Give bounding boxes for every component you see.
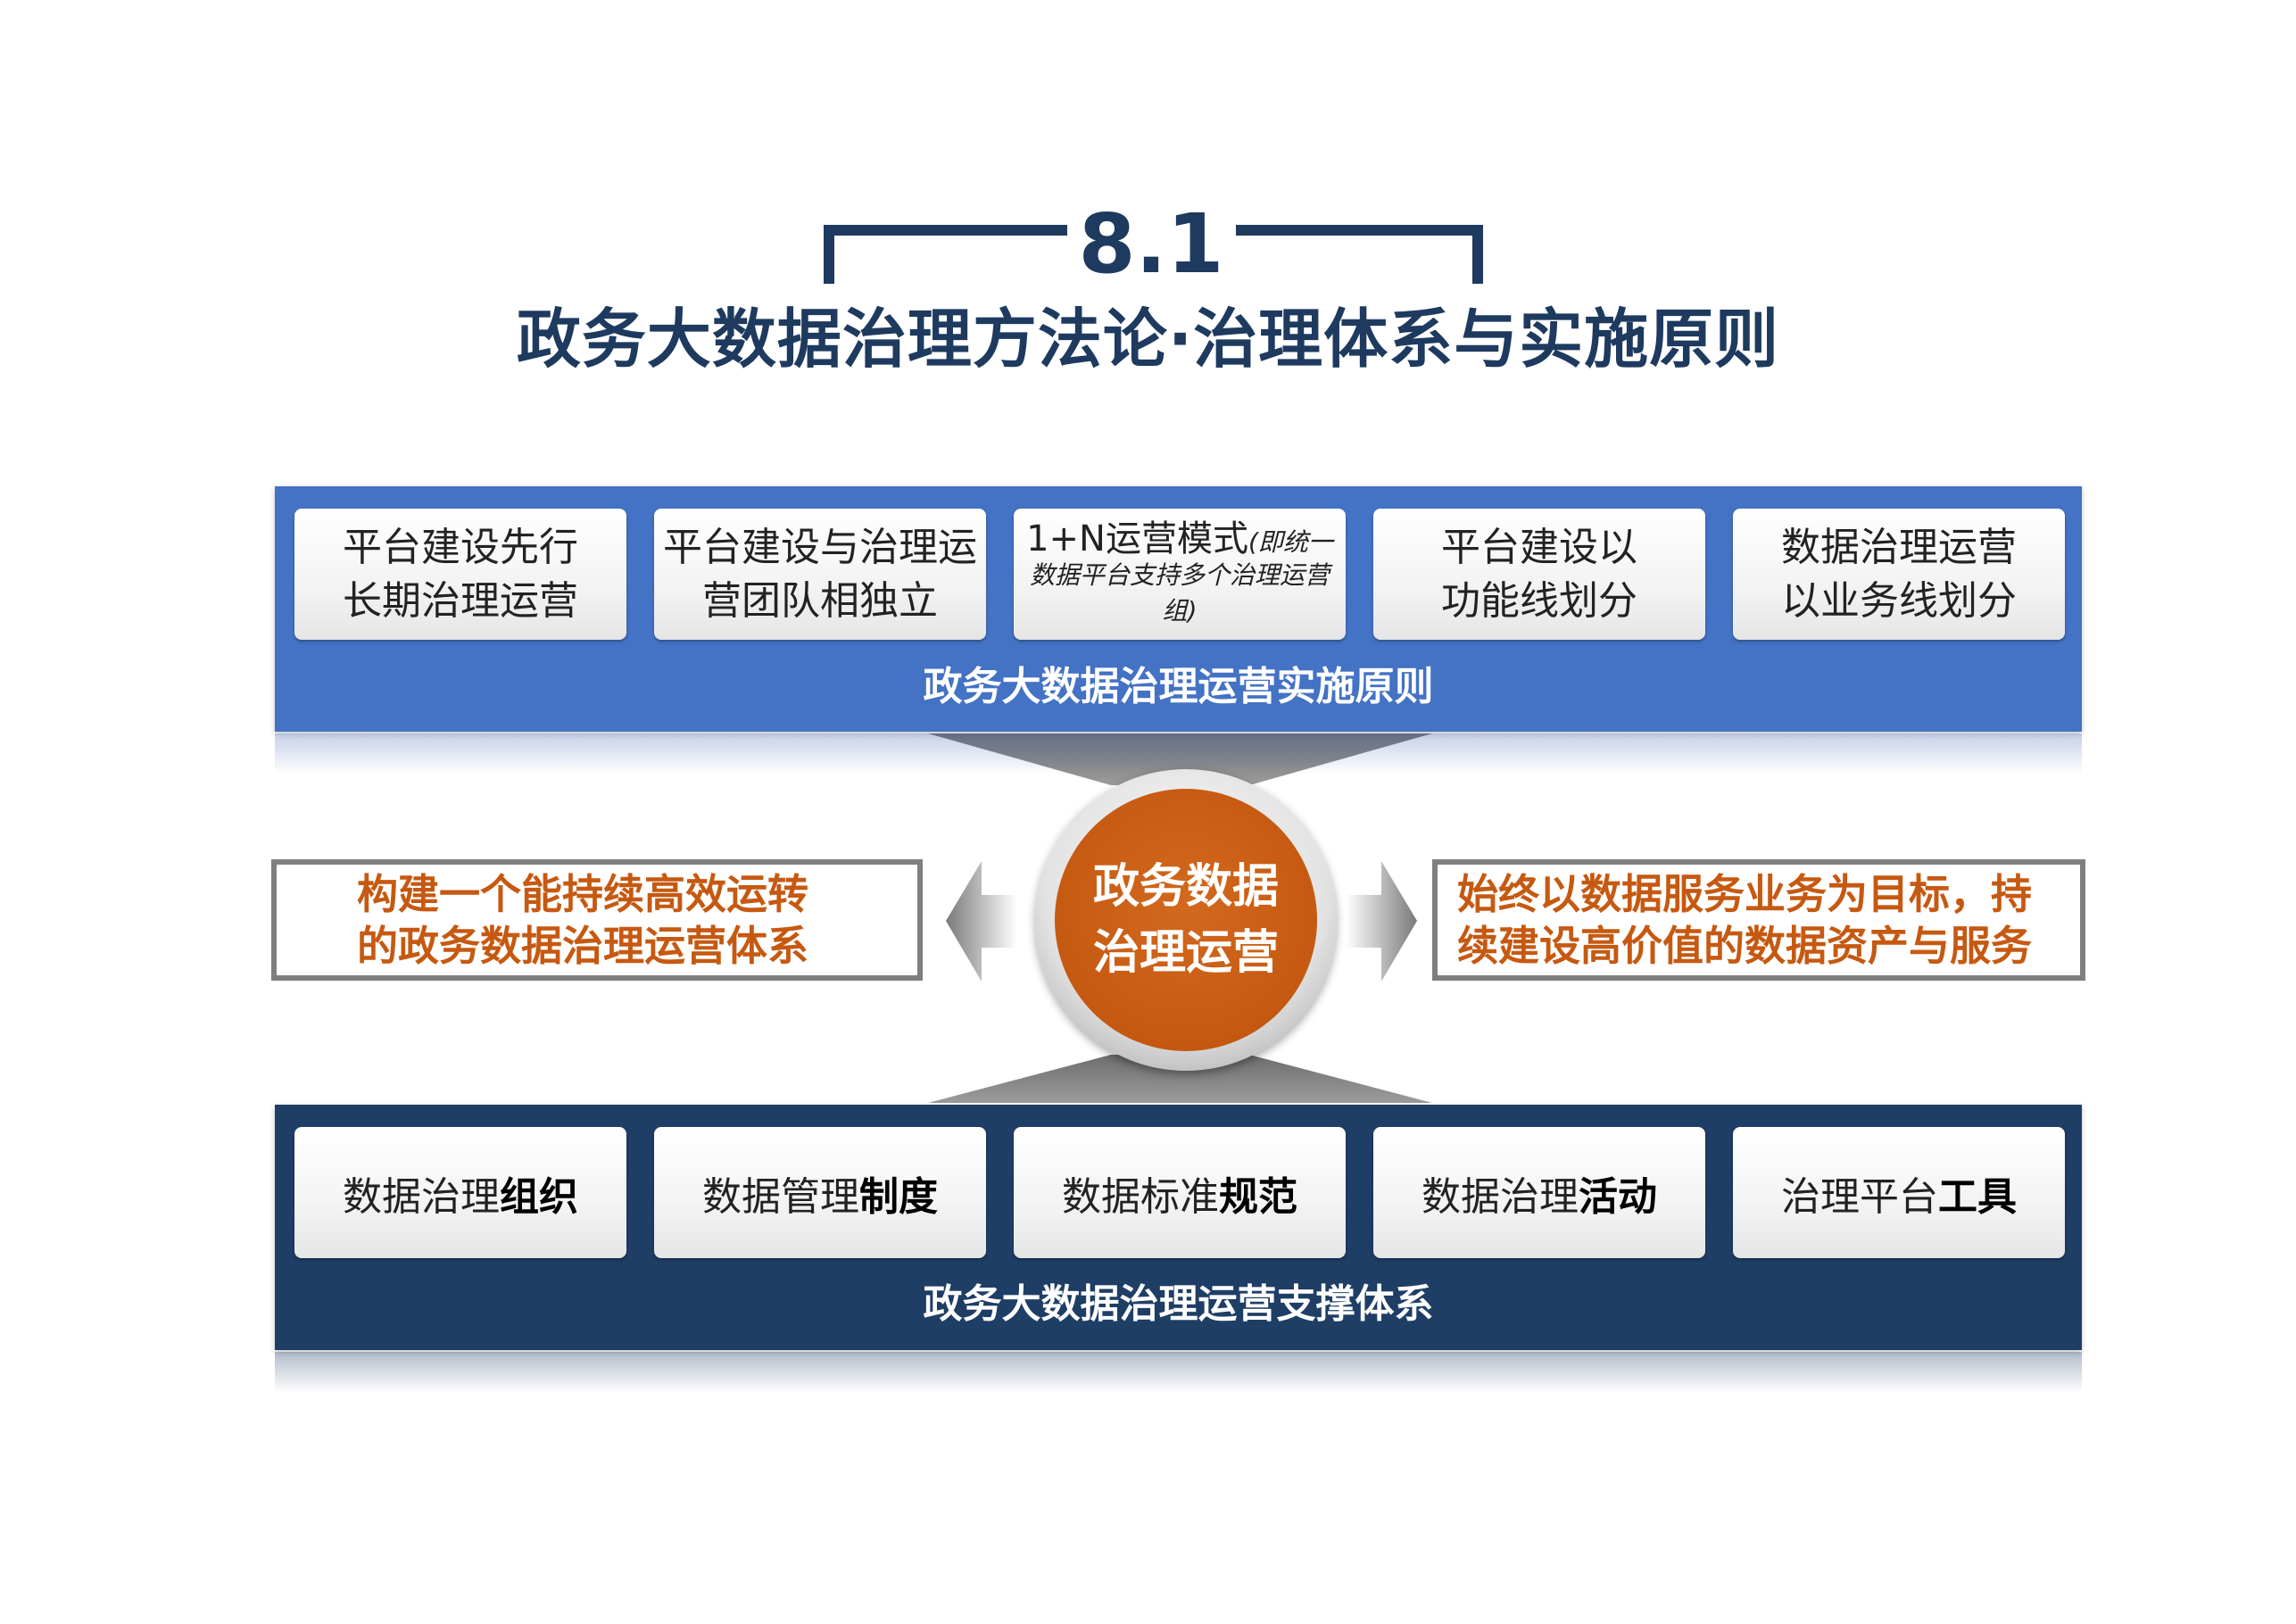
left-arrow — [946, 861, 1017, 982]
principle-card-4: 平台建设以功能线划分 — [1373, 509, 1705, 640]
support-card-4: 数据治理活动 — [1373, 1127, 1705, 1258]
card-text-line1: 平台建设先行 — [343, 524, 578, 570]
card-prefix-text: 数据治理 — [1422, 1173, 1579, 1220]
principles-panel-label: 政务大数据治理运营实施原则 — [923, 664, 1434, 709]
header-bracket-left-edge — [824, 225, 834, 284]
card-bold-text: 规范 — [1219, 1173, 1297, 1220]
header-bracket-right-edge — [1472, 225, 1483, 284]
bottom-funnel — [928, 1055, 1432, 1103]
support-panel-label: 政务大数据治理运营支撑体系 — [923, 1281, 1434, 1327]
support-card-3: 数据标准规范 — [1014, 1127, 1346, 1258]
card-note-text: (即统一 — [1247, 526, 1333, 557]
support-panel-reflection — [275, 1352, 2082, 1393]
card-text-line1: 平台建设与治理运 — [663, 524, 977, 570]
principles-panel-reflection — [275, 733, 2082, 775]
right-arrow — [1346, 861, 1417, 982]
principle-card-2: 平台建设与治理运营团队相独立 — [654, 509, 986, 640]
goal-box-left: 构建一个能持续高效运转 的政务数据治理运营体系 — [271, 859, 923, 981]
goal-left-line2: 的政务数据治理运营体系 — [357, 922, 808, 970]
card-bold-text: 组织 — [500, 1173, 578, 1220]
section-number: 8.1 — [1078, 196, 1224, 292]
goal-left-line1: 构建一个能持续高效运转 — [357, 870, 808, 918]
card-sub-text-2: 组) — [1162, 595, 1198, 626]
card-sub-text-1: 数据平台支持多个治理运营 — [1029, 559, 1330, 590]
goal-right-line1: 始终以数据服务业务为目标，持 — [1457, 870, 2032, 918]
card-text-line2: 以业务线划分 — [1781, 577, 2017, 624]
card-prefix-text: 数据治理 — [343, 1173, 500, 1220]
support-card-2: 数据管理制度 — [654, 1127, 986, 1258]
card-text-line1: 平台建设以 — [1441, 524, 1637, 570]
card-prefix-text: 治理平台 — [1781, 1173, 1938, 1220]
center-circle: 政务数据 治理运营 — [1055, 789, 1317, 1051]
goal-right-line2: 续建设高价值的数据资产与服务 — [1457, 922, 2032, 970]
principle-card-5: 数据治理运营以业务线划分 — [1733, 509, 2065, 640]
card-text-line1: 数据治理运营 — [1781, 524, 2017, 570]
header-bracket-right — [1236, 225, 1483, 236]
center-text-line2: 治理运营 — [1092, 926, 1279, 980]
card-text-line2: 功能线划分 — [1441, 577, 1637, 624]
goal-box-right: 始终以数据服务业务为目标，持 续建设高价值的数据资产与服务 — [1432, 859, 2085, 981]
principle-card-1: 平台建设先行长期治理运营 — [294, 509, 626, 640]
card-text-line2: 长期治理运营 — [343, 577, 578, 624]
card-main-text: 1+N运营模式 — [1026, 518, 1248, 559]
support-card-5: 治理平台工具 — [1733, 1127, 2065, 1258]
top-funnel — [928, 733, 1432, 785]
center-text-line1: 政务数据 — [1092, 860, 1279, 914]
support-card-1: 数据治理组织 — [294, 1127, 626, 1258]
principle-card-3: 1+N运营模式(即统一 数据平台支持多个治理运营 组) — [1014, 509, 1346, 640]
card-bold-text: 工具 — [1938, 1173, 2017, 1220]
card-prefix-text: 数据标准 — [1062, 1173, 1219, 1220]
header-bracket-left — [824, 225, 1067, 236]
card-text-line2: 营团队相独立 — [702, 577, 938, 624]
page-title: 政务大数据治理方法论·治理体系与实施原则 — [516, 302, 1780, 377]
card-bold-text: 活动 — [1579, 1173, 1657, 1220]
card-bold-text: 制度 — [859, 1173, 938, 1220]
card-prefix-text: 数据管理 — [702, 1173, 859, 1220]
